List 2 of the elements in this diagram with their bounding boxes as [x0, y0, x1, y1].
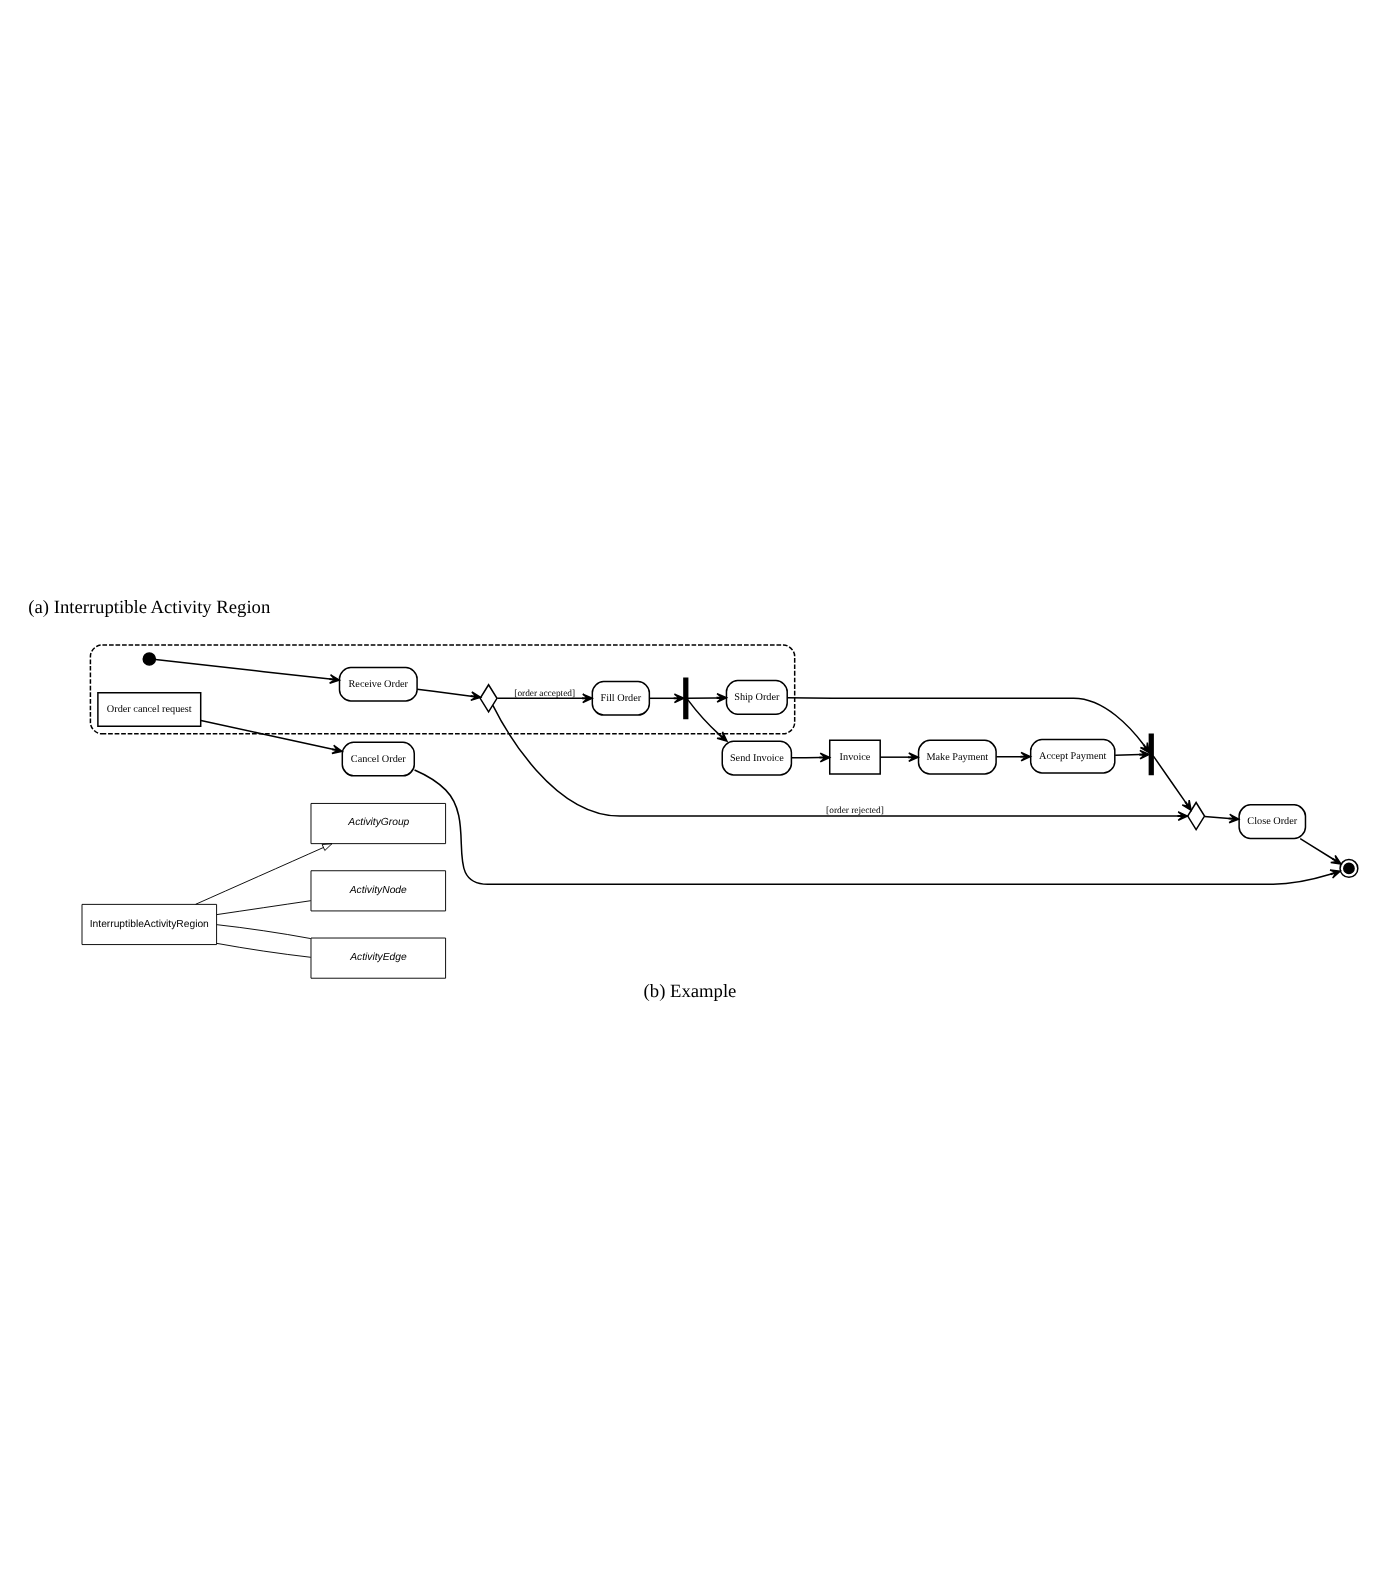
label: (a) Interruptible Activity Region — [28, 598, 271, 619]
caption: (b) Example — [643, 981, 737, 1002]
